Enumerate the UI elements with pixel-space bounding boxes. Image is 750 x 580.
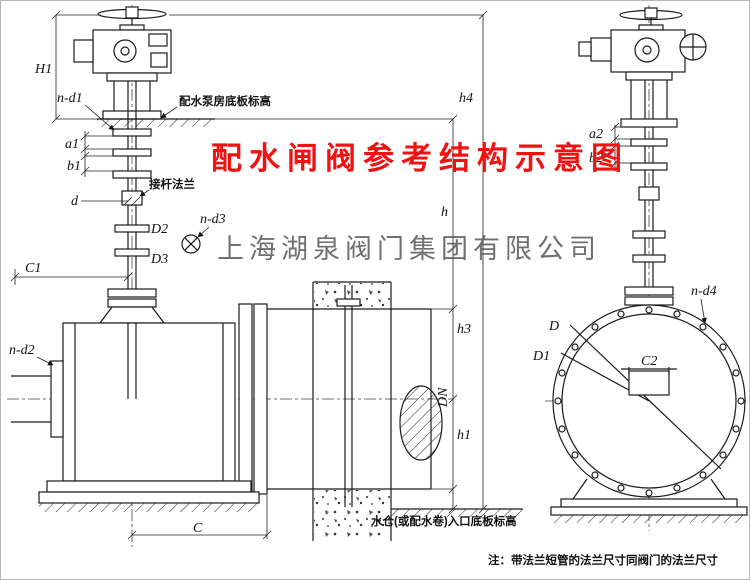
pipe-opening	[399, 385, 443, 461]
dim-D: D	[548, 319, 559, 334]
dim-d: d	[71, 194, 79, 209]
floor-hatch	[97, 119, 215, 127]
dim-h1: h1	[457, 428, 471, 443]
left-view	[11, 6, 443, 512]
floor-hatch	[391, 509, 523, 517]
section-symbol-icon	[181, 234, 201, 254]
dim-a1: a1	[65, 137, 79, 152]
dim-n-d1: n-d1	[57, 91, 83, 106]
dim-D1: D1	[532, 349, 550, 364]
pump-floor-label: 配水泵房底板标高	[179, 94, 271, 108]
dim-n-d2: n-d2	[9, 343, 35, 358]
dim-n-d3: n-d3	[200, 212, 226, 227]
valve-base-side	[38, 480, 260, 512]
dim-C: C	[193, 521, 203, 536]
bolt-holes	[554, 306, 745, 497]
dim-b1: b1	[67, 159, 81, 174]
dim-h: h	[441, 205, 448, 220]
valve-body-side	[62, 288, 236, 482]
concrete-wall	[312, 281, 523, 541]
dim-h3: h3	[457, 322, 471, 337]
watermark-text: 上海湖泉阀门集团有限公司	[217, 234, 601, 264]
dim-C2: C2	[641, 354, 657, 369]
outlet-pipe	[238, 285, 443, 507]
dim-C1: C1	[25, 261, 41, 276]
dim-D3: D3	[150, 252, 168, 267]
actuator-front	[578, 7, 707, 119]
inlet-stub	[11, 360, 64, 438]
dim-b2: b2	[589, 151, 603, 166]
dimension-lines	[10, 10, 707, 540]
note-text: 注：带法兰短管的法兰尺寸同阀门的法兰尺寸	[488, 553, 718, 567]
actuator-side	[73, 6, 172, 120]
stem-flange-label: 接杆法兰	[149, 177, 195, 191]
valve-stem-front	[620, 80, 678, 306]
center-boss	[628, 370, 670, 396]
dim-H1: H1	[34, 62, 52, 77]
flange-face	[552, 304, 746, 498]
dim-DN: DN	[436, 387, 451, 408]
dim-h4: h4	[459, 91, 473, 106]
valve-base-front	[550, 478, 748, 523]
front-view	[550, 7, 748, 523]
inlet-floor-label: 水仓(或配水卷)入口底板标高	[371, 514, 517, 528]
dim-a2: a2	[589, 127, 603, 142]
valve-stem	[112, 81, 152, 289]
dim-n-d4: n-d4	[691, 284, 717, 299]
dim-D2: D2	[150, 222, 168, 237]
motor-body	[610, 29, 686, 73]
page-title: 配水闸阀参考结构示意图	[211, 141, 629, 176]
